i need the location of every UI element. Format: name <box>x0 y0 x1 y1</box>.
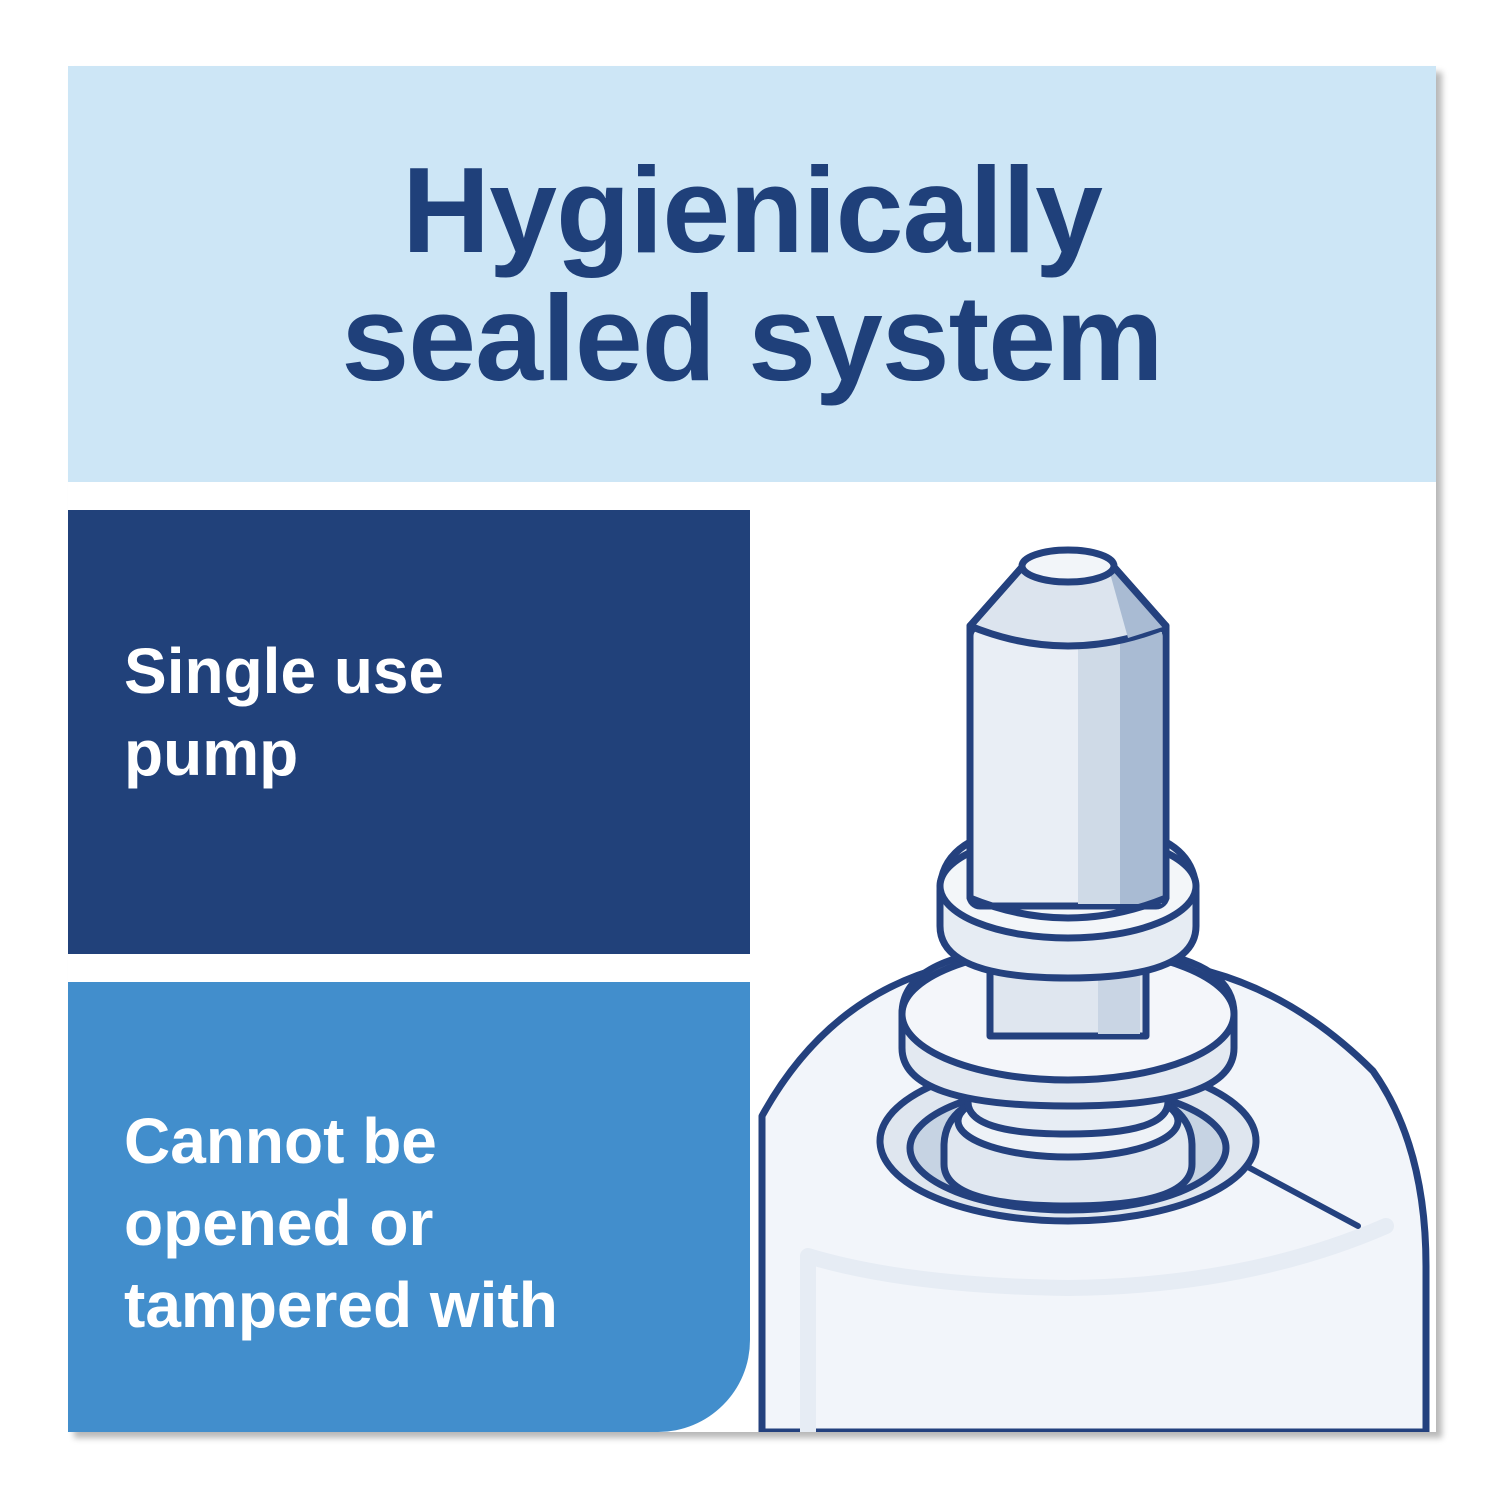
page-title: Hygienically sealed system <box>341 142 1163 406</box>
feature-line: pump <box>124 717 299 789</box>
feature-text: Single use pump <box>124 630 444 794</box>
feature-line: opened or <box>124 1187 434 1259</box>
product-card: Hygienically sealed system Single use pu… <box>68 66 1436 1432</box>
feature-line: tampered with <box>124 1269 558 1341</box>
feature-line: Cannot be <box>124 1105 437 1177</box>
title-line-2: sealed system <box>341 270 1163 406</box>
title-line-1: Hygienically <box>402 142 1103 278</box>
pump-nozzle-icon <box>758 546 1430 1432</box>
feature-line: Single use <box>124 635 445 707</box>
feature-box-tamper-proof: Cannot be opened or tampered with <box>68 982 750 1432</box>
feature-box-single-use: Single use pump <box>68 510 750 954</box>
header-banner: Hygienically sealed system <box>68 66 1436 482</box>
feature-text: Cannot be opened or tampered with <box>124 1100 558 1346</box>
